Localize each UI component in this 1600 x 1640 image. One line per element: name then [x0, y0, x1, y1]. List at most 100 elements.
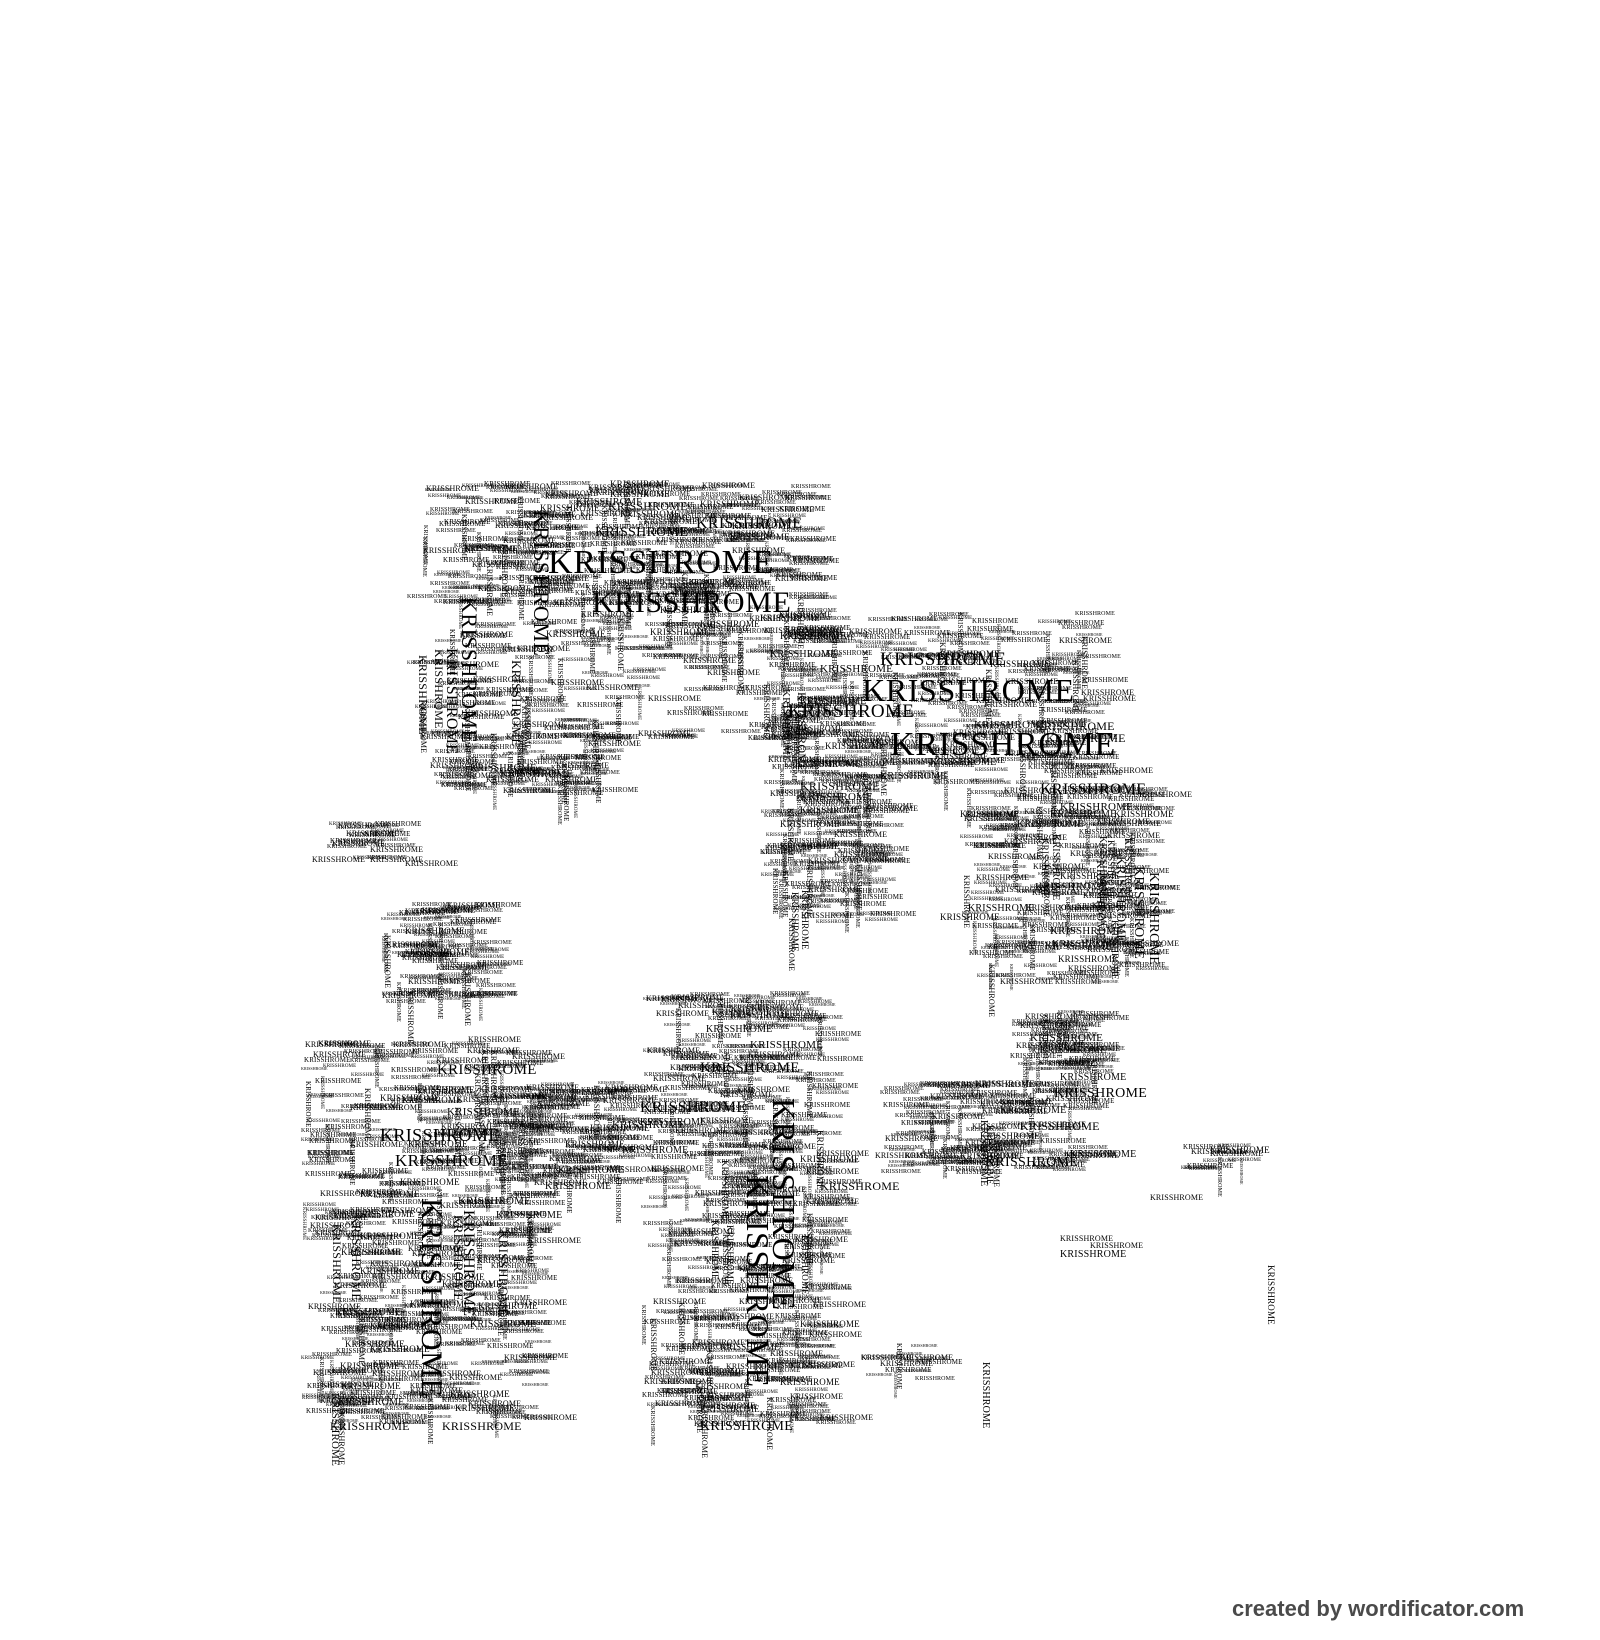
- word-cloud-word: KRISSHROME: [422, 1287, 456, 1292]
- word-cloud-word: KRISSHROME: [309, 1156, 356, 1164]
- word-cloud-word: KRISSHROME: [766, 833, 800, 838]
- word-cloud-word: KRISSHROME: [962, 733, 1016, 742]
- word-cloud-word: KRISSHROME: [540, 513, 594, 522]
- word-cloud-word: KRISSHROME: [958, 759, 992, 764]
- word-cloud-word: KRISSHROME: [653, 1074, 707, 1083]
- word-cloud-word: KRISSHROME: [689, 507, 723, 512]
- word-cloud-word: KRISSHROME: [545, 1181, 612, 1192]
- word-cloud-word: KRISSHROME: [1016, 714, 1021, 748]
- word-cloud-word: KRISSHROME: [1187, 1162, 1234, 1170]
- word-cloud-word: KRISSHROME: [653, 563, 680, 568]
- word-cloud-word: KRISSHROME: [802, 1360, 856, 1369]
- word-cloud-word: KRISSHROME: [861, 1355, 901, 1361]
- word-cloud-word: KRISSHROME: [1000, 864, 1027, 869]
- word-cloud-word: KRISSHROME: [318, 1039, 372, 1048]
- word-cloud-word: KRISSHROME: [507, 1310, 547, 1316]
- word-cloud-word: KRISSHROME: [567, 1115, 607, 1121]
- word-cloud-word: KRISSHROME: [538, 1089, 578, 1095]
- word-cloud-word: KRISSHROME: [541, 1083, 575, 1088]
- word-cloud-word: KRISSHROME: [856, 645, 890, 650]
- word-cloud-word: KRISSHROME: [331, 1401, 371, 1407]
- word-cloud-word: KRISSHROME: [341, 1376, 375, 1381]
- word-cloud-word: KRISSHROME: [339, 1172, 386, 1180]
- word-cloud-word: KRISSHROME: [789, 592, 829, 598]
- word-cloud-word: KRISSHROME: [1080, 1058, 1120, 1064]
- word-cloud-word: KRISSHROME: [498, 1110, 532, 1115]
- word-cloud-word: KRISSHROME: [732, 521, 792, 531]
- word-cloud-word: KRISSHROME: [803, 707, 843, 713]
- word-cloud-word: KRISSHROME: [1028, 924, 1036, 971]
- word-cloud-word: KRISSHROME: [821, 815, 861, 821]
- word-cloud-word: KRISSHROME: [959, 1104, 986, 1109]
- word-cloud-word: KRISSHROME: [449, 699, 496, 707]
- word-cloud-word: KRISSHROME: [370, 1344, 430, 1354]
- word-cloud-word: KRISSHROME: [502, 779, 529, 784]
- word-cloud-word: KRISSHROME: [780, 1012, 827, 1020]
- word-cloud-word: KRISSHROME: [703, 654, 743, 660]
- word-cloud-word: KRISSHROME: [600, 616, 634, 621]
- word-cloud-word: KRISSHROME: [529, 1148, 576, 1156]
- word-cloud-word: KRISSHROME: [410, 1386, 464, 1395]
- word-cloud-word: KRISSHROME: [724, 1175, 778, 1184]
- word-cloud-word: KRISSHROME: [605, 1083, 659, 1092]
- word-cloud-word: KRISSHROME: [308, 1155, 342, 1160]
- word-cloud-word: KRISSHROME: [1068, 1145, 1108, 1151]
- word-cloud-word: KRISSHROME: [1077, 751, 1117, 757]
- word-cloud-word: KRISSHROME: [683, 656, 737, 665]
- word-cloud-word: KRISSHROME: [375, 838, 409, 843]
- word-cloud-word: KRISSHROME: [624, 683, 651, 688]
- word-cloud-word: KRISSHROME: [1075, 906, 1102, 911]
- word-cloud-word: KRISSHROME: [675, 544, 715, 550]
- word-cloud-word: KRISSHROME: [580, 738, 607, 743]
- word-cloud-word: KRISSHROME: [462, 1306, 509, 1314]
- word-cloud-word: KRISSHROME: [722, 581, 769, 589]
- word-cloud-word: KRISSHROME: [502, 1105, 508, 1145]
- word-cloud-word: KRISSHROME: [1184, 1166, 1218, 1171]
- word-cloud-word: KRISSHROME: [935, 752, 989, 761]
- word-cloud-word: KRISSHROME: [575, 589, 622, 597]
- word-cloud-word: KRISSHROME: [493, 1405, 498, 1439]
- word-cloud-word: KRISSHROME: [404, 943, 438, 948]
- word-cloud-word: KRISSHROME: [1080, 636, 1089, 690]
- word-cloud-word: KRISSHROME: [520, 1124, 554, 1129]
- word-cloud-word: KRISSHROME: [308, 1302, 362, 1311]
- word-cloud-word: KRISSHROME: [306, 1407, 353, 1415]
- word-cloud-word: KRISSHROME: [1080, 934, 1107, 939]
- word-cloud-word: KRISSHROME: [939, 616, 973, 621]
- word-cloud-word: KRISSHROME: [459, 597, 506, 605]
- word-cloud-word: KRISSHROME: [555, 629, 595, 635]
- word-cloud-word: KRISSHROME: [312, 1352, 352, 1358]
- word-cloud-word: KRISSHROME: [974, 719, 1048, 731]
- word-cloud-word: KRISSHROME: [442, 1396, 489, 1404]
- word-cloud-word: KRISSHROME: [660, 1001, 687, 1006]
- word-cloud-word: KRISSHROME: [891, 615, 938, 623]
- word-cloud-word: KRISSHROME: [759, 519, 799, 525]
- word-cloud-word: KRISSHROME: [494, 1123, 534, 1129]
- word-cloud-word: KRISSHROME: [1039, 1061, 1073, 1066]
- word-cloud-word: KRISSHROME: [329, 1211, 369, 1217]
- word-cloud-word: KRISSHROME: [953, 728, 1007, 737]
- word-cloud-word: KRISSHROME: [500, 768, 574, 780]
- word-cloud-word: KRISSHROME: [879, 675, 919, 681]
- word-cloud-word: KRISSHROME: [1083, 789, 1123, 795]
- word-cloud-word: KRISSHROME: [371, 829, 405, 834]
- word-cloud-word: KRISSHROME: [789, 668, 816, 673]
- word-cloud-word: KRISSHROME: [1012, 1019, 1052, 1025]
- word-cloud-word: KRISSHROME: [648, 1244, 682, 1249]
- word-cloud-word: KRISSHROME: [455, 1403, 515, 1413]
- word-cloud-word: KRISSHROME: [674, 1239, 728, 1248]
- word-cloud-word: KRISSHROME: [1054, 1160, 1088, 1165]
- word-cloud-word: KRISSHROME: [641, 1204, 668, 1209]
- word-cloud-word: KRISSHROME: [373, 1055, 407, 1060]
- word-cloud-word: KRISSHROME: [1122, 806, 1162, 812]
- word-cloud-word: KRISSHROME: [404, 1403, 451, 1411]
- word-cloud-word: KRISSHROME: [1051, 1084, 1091, 1090]
- word-cloud-word: KRISSHROME: [1083, 694, 1137, 703]
- word-cloud-word: KRISSHROME: [1114, 960, 1141, 965]
- word-cloud-word: KRISSHROME: [1071, 1014, 1111, 1020]
- word-cloud-word: KRISSHROME: [694, 1419, 748, 1428]
- word-cloud-word: KRISSHROME: [477, 1145, 482, 1179]
- word-cloud-word: KRISSHROME: [1096, 940, 1143, 948]
- word-cloud-word: KRISSHROME: [553, 1171, 587, 1176]
- word-cloud-word: KRISSHROME: [689, 578, 736, 586]
